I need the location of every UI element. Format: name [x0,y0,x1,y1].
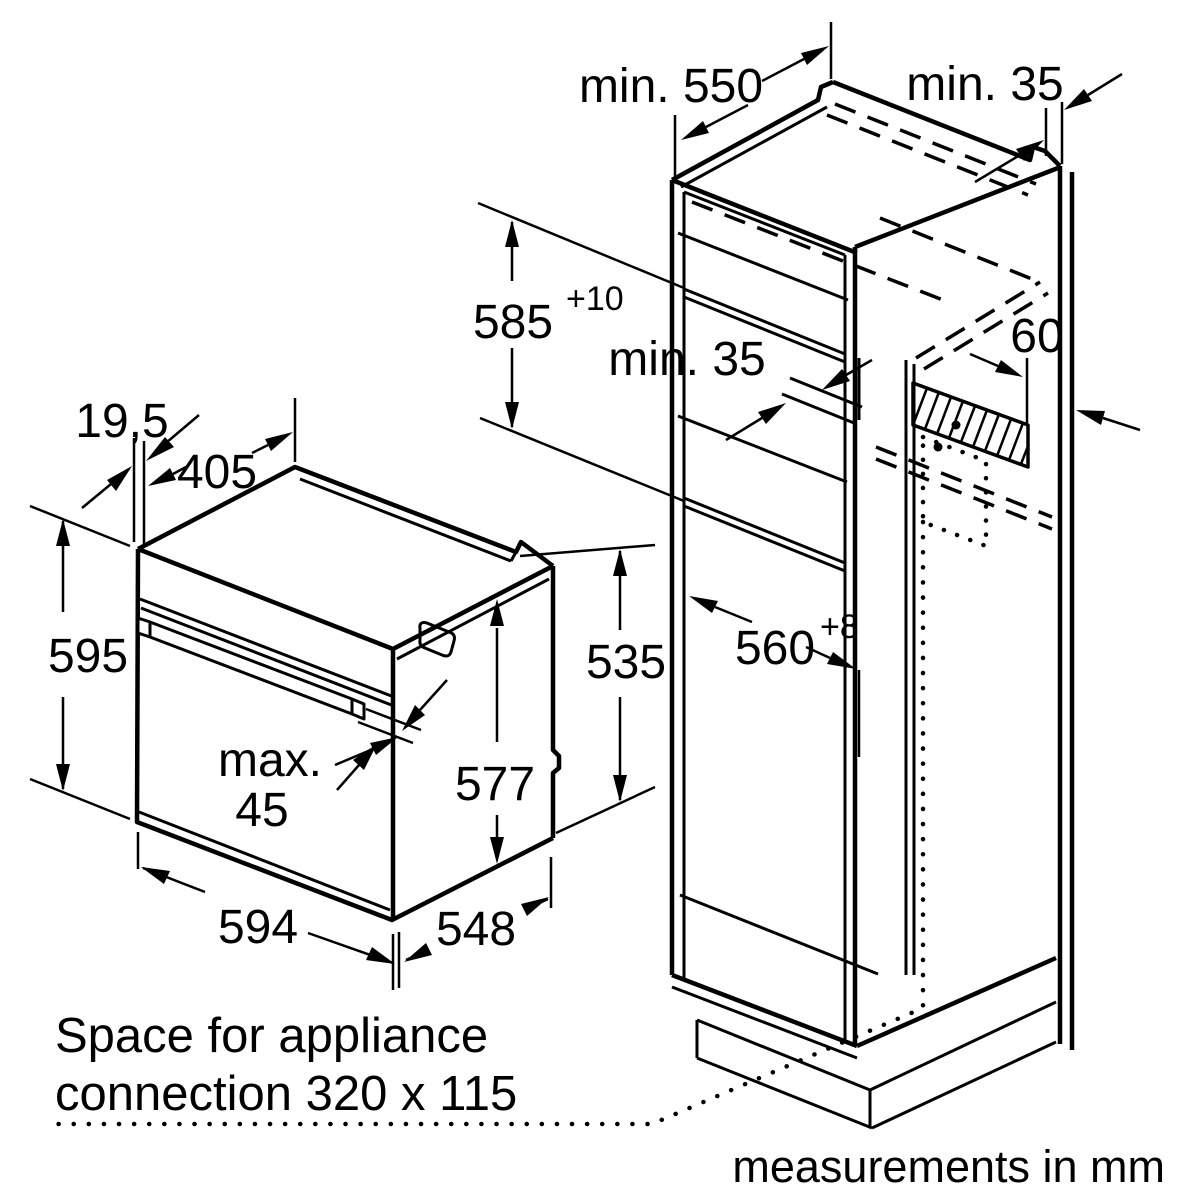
oven-details [138,477,550,912]
oven-dim-max-label: max. [218,734,322,787]
cabinet-dim-60: 60 [1010,310,1063,363]
cabinet-dim-560-tolerance: +8 [820,608,859,646]
units-note: measurements in mm [732,1141,1165,1192]
cabinet-details [671,105,1057,1130]
vent-strip-outline [911,381,1030,469]
footer-annotations: Space for appliance connection 320 x 115… [55,1009,1165,1192]
oven-door-handle [136,616,366,721]
oven-dim-max-value: 45 [235,784,288,837]
cabinet-drawing: min. 550 min. 35 585 +10 min. 35 60 560 … [45,22,1141,1130]
cabinet-dim-560: 560 [735,622,815,675]
cabinet-dim-min35-rear: min. 35 [608,333,765,386]
vent-strip-dot [933,442,943,452]
cabinet-dimension-lines [477,22,1141,757]
vent-strip-dot [951,420,961,430]
cabinet-outline [669,79,1075,1050]
oven-dim-19-5: 19,5 [75,395,168,448]
oven-dim-577: 577 [455,758,535,811]
cabinet-dim-min35-wall: min. 35 [906,58,1063,111]
cabinet-hidden-edges-dashed [691,102,1053,531]
oven-dimension-arrowheads [56,432,627,964]
connection-leader-dotted [45,519,926,1127]
connection-note-line2: connection 320 x 115 [55,1067,517,1121]
cabinet-dim-min550: min. 550 [579,60,763,113]
oven-dim-405: 405 [177,446,257,499]
oven-drawing: 19,5 405 595 max. 45 577 535 594 548 [29,395,666,990]
oven-dim-594: 594 [218,901,298,954]
cabinet-dim-585-tolerance: +10 [566,280,624,318]
oven-dim-535: 535 [586,636,666,689]
vent-strip-hatch [911,387,1030,465]
cabinet-dim-585: 585 [473,296,553,349]
connection-note-line1: Space for appliance [55,1009,488,1063]
oven-dim-595: 595 [48,630,128,683]
oven-dim-548: 548 [436,903,516,956]
